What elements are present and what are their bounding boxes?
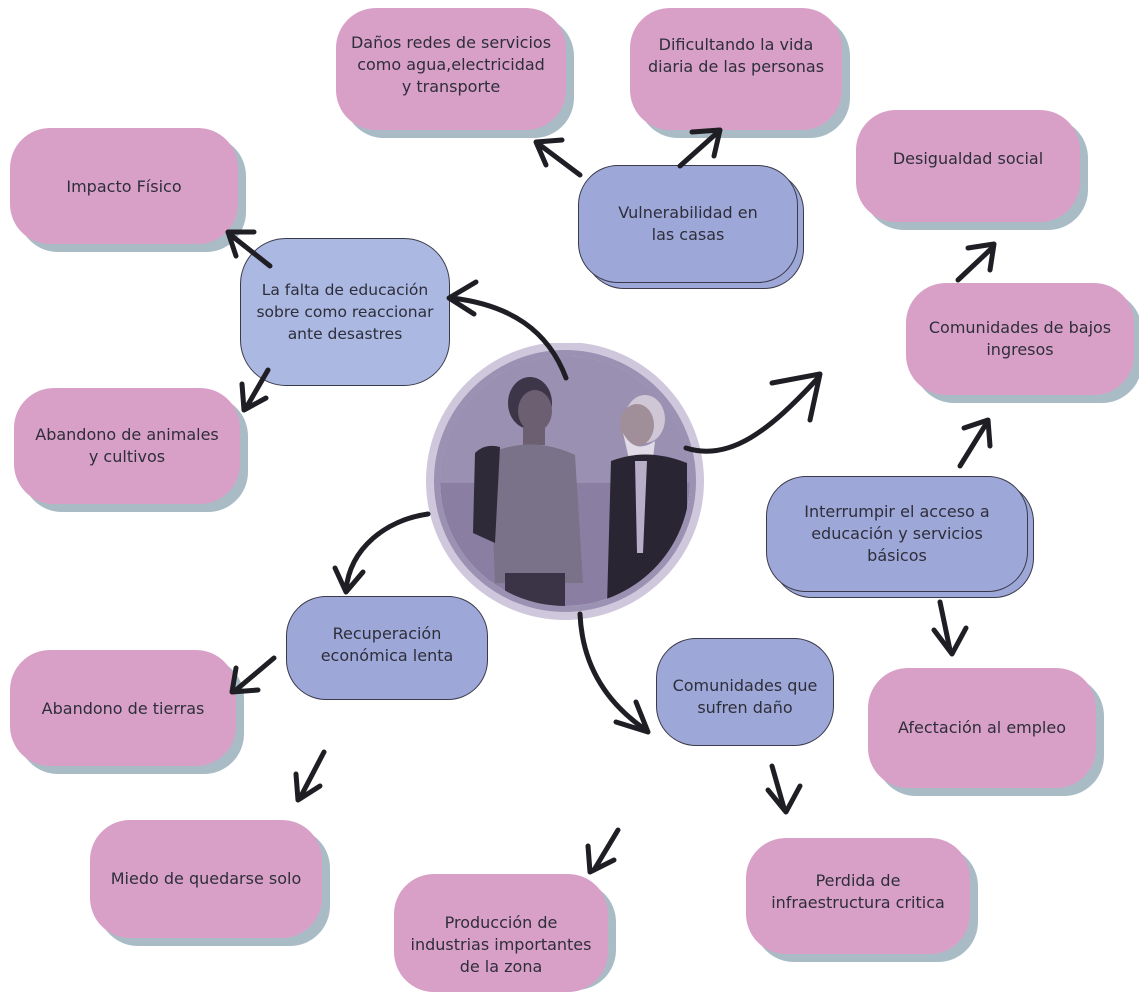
arrow-center-to-falta-educacion: [449, 295, 569, 381]
arrow-comunidades-to-perdida: [769, 763, 787, 811]
node-perdida: Perdida de infraestructura critica: [746, 838, 978, 962]
node-interrumpir-label: Interrumpir el acceso a educación y serv…: [766, 476, 1028, 592]
arrow-center-to-right: [683, 375, 821, 454]
arrow-bajos-to-desigualdad: [955, 245, 995, 283]
node-abandono-animales-label: Abandono de animales y cultivos: [14, 388, 240, 504]
node-interrumpir: Interrumpir el acceso a educación y serv…: [766, 476, 1034, 598]
node-produccion-label: Producción de industrias importantes de …: [394, 874, 608, 992]
node-falta-educacion: La falta de educación sobre como reaccio…: [240, 238, 450, 386]
node-miedo-label: Miedo de quedarse solo: [90, 820, 322, 938]
photo-two-men-talking-icon: [426, 343, 704, 620]
node-abandono-tierras-label: Abandono de tierras: [10, 650, 236, 766]
arrowhead-bajos: [961, 417, 993, 449]
node-bajos-ingresos: Comunidades de bajos ingresos: [906, 283, 1139, 403]
arrowhead-miedo: [293, 771, 323, 803]
arrowhead-desigualdad: [965, 241, 997, 273]
node-empleo: Afectación al empleo: [868, 668, 1104, 796]
node-miedo: Miedo de quedarse solo: [90, 820, 330, 946]
arrowhead-right: [769, 371, 823, 423]
node-vulnerabilidad-label: Vulnerabilidad en las casas: [578, 165, 798, 283]
arrow-falta-to-abandono: [243, 367, 271, 411]
arrowhead-tierras: [229, 665, 261, 695]
node-abandono-tierras: Abandono de tierras: [10, 650, 244, 774]
node-desigualdad-label: Desigualdad social: [856, 110, 1080, 222]
node-impacto-fisico: Impacto Físico: [10, 128, 246, 252]
node-bajos-ingresos-label: Comunidades de bajos ingresos: [906, 283, 1134, 395]
node-dificultando: Dificultando la vida diaria de las perso…: [630, 8, 850, 138]
node-desigualdad: Desigualdad social: [856, 110, 1088, 230]
node-vulnerabilidad: Vulnerabilidad en las casas: [578, 165, 804, 289]
node-recuperacion: Recuperación económica lenta: [286, 596, 488, 700]
arrow-center-to-comunidades: [577, 611, 649, 733]
arrowhead-produccion: [585, 843, 617, 875]
arrowhead-danos: [533, 137, 565, 168]
arrow-vulnerabilidad-to-dificultando: [677, 129, 721, 169]
node-dificultando-label: Dificultando la vida diaria de las perso…: [630, 8, 842, 130]
node-produccion: Producción de industrias importantes de …: [394, 874, 616, 992]
node-comunidades-dano: Comunidades que sufren daño: [656, 638, 834, 746]
arrowhead-perdida: [765, 783, 803, 815]
arrowhead-empleo: [931, 625, 969, 657]
arrowhead-comunidades: [613, 699, 651, 735]
arrowhead-dificultando: [689, 127, 723, 159]
arrow-falta-to-impacto: [229, 233, 273, 269]
node-recuperacion-label: Recuperación económica lenta: [286, 596, 488, 700]
node-empleo-label: Afectación al empleo: [868, 668, 1096, 788]
arrowhead-abandono: [239, 381, 269, 413]
node-perdida-label: Perdida de infraestructura critica: [746, 838, 970, 954]
node-danos-redes-label: Daños redes de servicios como agua,elect…: [336, 8, 566, 130]
node-comunidades-dano-label: Comunidades que sufren daño: [656, 638, 834, 746]
arrowhead-falta-educacion: [446, 279, 479, 317]
arrow-to-produccion: [591, 827, 621, 873]
arrow-recuperacion-to-tierras: [233, 655, 277, 693]
arrowhead-recuperacion: [332, 565, 366, 595]
arrow-center-to-recuperacion: [343, 511, 431, 593]
node-abandono-animales: Abandono de animales y cultivos: [14, 388, 248, 512]
arrow-vulnerabilidad-to-danos: [537, 142, 583, 178]
node-impacto-fisico-label: Impacto Físico: [10, 128, 238, 244]
node-falta-educacion-label: La falta de educación sobre como reaccio…: [240, 238, 450, 386]
arrowhead-impacto: [225, 229, 257, 259]
arrow-to-miedo: [297, 749, 327, 801]
arrow-interrumpir-to-bajos: [957, 421, 989, 469]
node-danos-redes: Daños redes de servicios como agua,elect…: [336, 8, 574, 138]
arrow-interrumpir-to-empleo: [937, 599, 953, 653]
